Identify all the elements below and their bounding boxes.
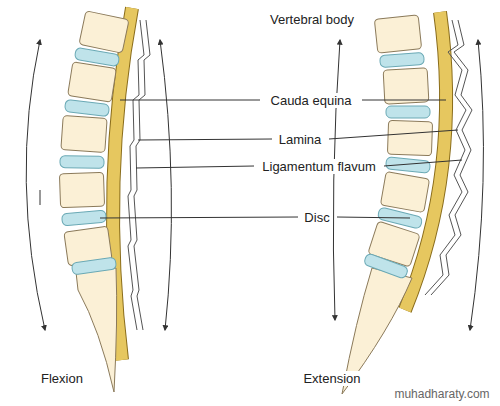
part-label: Disc <box>303 210 330 225</box>
extension-spine <box>333 12 483 394</box>
leader-lines <box>100 100 462 218</box>
view-caption: Extension <box>302 371 361 386</box>
part-label: Ligamentum flavum <box>261 159 376 174</box>
flexion-spine <box>26 8 171 392</box>
watermark: muhadharaty.com <box>393 387 490 402</box>
view-caption: Flexion <box>40 371 84 386</box>
part-label: Lamina <box>278 132 323 147</box>
part-label: Vertebral body <box>269 12 355 27</box>
part-label: Cauda equina <box>270 93 353 108</box>
